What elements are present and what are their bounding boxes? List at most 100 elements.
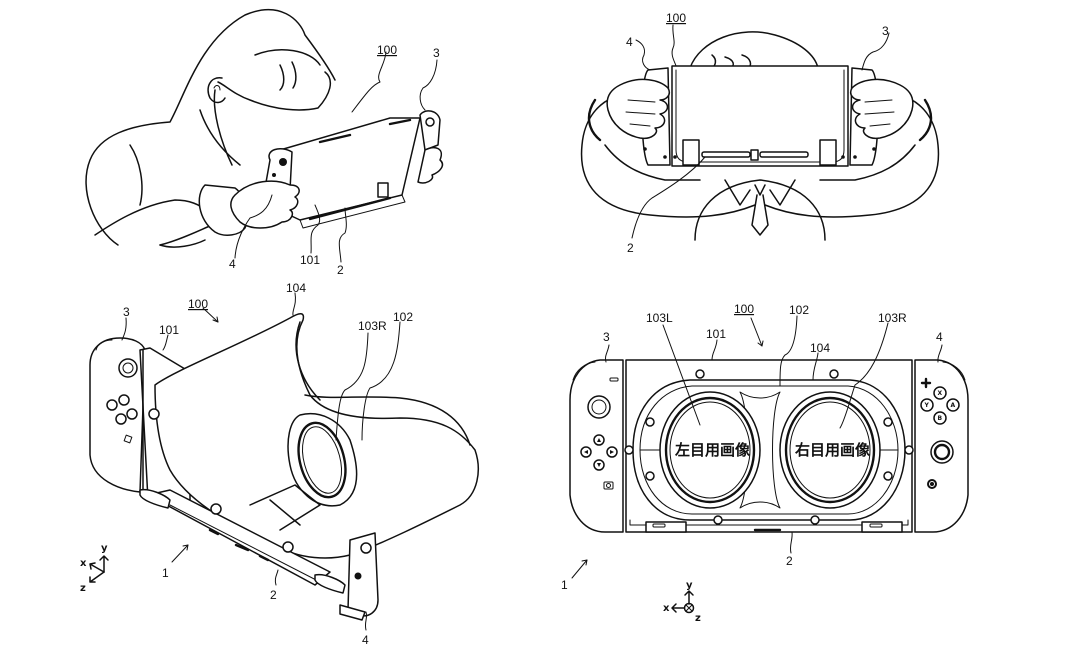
controller-4-edge bbox=[942, 361, 966, 381]
button bbox=[272, 173, 276, 177]
label-100: 100 bbox=[734, 302, 754, 316]
hand-front bbox=[230, 180, 300, 229]
screw bbox=[645, 471, 655, 481]
console-slot bbox=[308, 196, 392, 221]
port bbox=[234, 543, 250, 552]
rail-line bbox=[169, 504, 323, 584]
z-axis-label: z bbox=[80, 583, 86, 594]
leader-4 bbox=[937, 344, 943, 363]
slot bbox=[869, 523, 883, 528]
stick bbox=[425, 117, 435, 127]
label-4: 4 bbox=[626, 35, 633, 49]
dot bbox=[853, 155, 857, 159]
figure-perspective-view: y x z 3 101 100 104 103R 102 1 2 4 bbox=[80, 281, 479, 647]
minus-button bbox=[609, 377, 619, 382]
plus-button bbox=[920, 377, 932, 389]
right-eye-image-text: 右目用画像 bbox=[795, 441, 871, 459]
stand-tab-left bbox=[682, 139, 700, 166]
left-stick bbox=[587, 395, 611, 419]
hair-strand bbox=[254, 49, 321, 66]
leader-102 bbox=[779, 315, 798, 387]
forearm-left bbox=[604, 144, 701, 181]
controller-3-edge bbox=[572, 361, 596, 381]
slot bbox=[652, 523, 666, 528]
left-stick-inner bbox=[591, 399, 607, 415]
bracket-right bbox=[314, 573, 346, 594]
label-103R: 103R bbox=[358, 319, 387, 333]
ear bbox=[207, 77, 226, 104]
knob bbox=[148, 408, 160, 420]
label-3: 3 bbox=[882, 24, 889, 38]
arm-back bbox=[94, 199, 206, 236]
label-3: 3 bbox=[603, 330, 610, 344]
screw bbox=[883, 417, 893, 427]
leader-3 bbox=[604, 344, 610, 363]
leader-2 bbox=[631, 156, 706, 239]
fingers-left bbox=[625, 99, 656, 127]
knob bbox=[624, 445, 634, 455]
y-axis-label: y bbox=[101, 543, 108, 554]
figure-rear-view: X Y A B bbox=[561, 302, 969, 624]
forearm-right bbox=[819, 144, 916, 181]
arrow-1 bbox=[171, 544, 189, 563]
body-lower-edge bbox=[629, 519, 909, 526]
button bbox=[106, 399, 118, 411]
knob bbox=[713, 515, 723, 525]
label-2: 2 bbox=[627, 241, 634, 255]
dot bbox=[673, 155, 677, 159]
label-101: 101 bbox=[300, 253, 320, 267]
knob bbox=[810, 515, 820, 525]
label-102: 102 bbox=[393, 310, 413, 324]
knob bbox=[829, 369, 839, 379]
right-lens-ring bbox=[789, 401, 871, 499]
dot bbox=[872, 147, 876, 151]
port bbox=[258, 554, 270, 562]
arrow-100-head bbox=[212, 316, 219, 323]
button bbox=[115, 413, 127, 425]
button bbox=[118, 394, 130, 406]
left-lens-housing bbox=[659, 391, 761, 509]
hand-left bbox=[606, 78, 671, 140]
hand-right bbox=[849, 78, 914, 140]
lens-ring bbox=[302, 426, 342, 494]
label-100: 100 bbox=[666, 11, 686, 25]
label-4: 4 bbox=[936, 330, 943, 344]
button-a-label: A bbox=[951, 402, 956, 409]
label-2: 2 bbox=[786, 554, 793, 568]
leader-3 bbox=[419, 59, 438, 111]
left-eye-image-text: 左目用画像 bbox=[674, 441, 751, 459]
screw bbox=[645, 417, 655, 427]
arm-right bbox=[764, 93, 940, 218]
leader-101 bbox=[310, 204, 321, 254]
label-103R: 103R bbox=[878, 311, 907, 325]
y-axis-arrow bbox=[684, 590, 694, 605]
z-axis-arrow bbox=[89, 571, 105, 583]
label-1: 1 bbox=[561, 578, 568, 592]
label-1: 1 bbox=[162, 566, 169, 580]
fingers-right bbox=[864, 99, 895, 127]
home-button bbox=[927, 479, 937, 489]
label-2: 2 bbox=[337, 263, 344, 277]
figure-user-front-view: 100 4 3 2 bbox=[580, 11, 940, 255]
capture-button bbox=[123, 434, 133, 444]
label-4: 4 bbox=[362, 633, 369, 647]
button-y bbox=[920, 398, 934, 412]
vent-grille-2 bbox=[388, 118, 412, 126]
x-axis-arrow bbox=[89, 562, 105, 573]
inner-panel-edge bbox=[269, 499, 301, 526]
stand-tab-right bbox=[819, 139, 837, 166]
arrow-1-head bbox=[182, 544, 189, 551]
label-4: 4 bbox=[229, 257, 236, 271]
y-axis-label: y bbox=[686, 580, 693, 591]
label-100: 100 bbox=[188, 297, 208, 311]
label-101: 101 bbox=[706, 327, 726, 341]
shoulder-line bbox=[129, 144, 143, 206]
figure-user-side-view: 100 3 4 101 2 bbox=[85, 9, 444, 277]
axis-triad-rear: y x z bbox=[663, 580, 701, 624]
leader-3 bbox=[121, 317, 127, 341]
button-b bbox=[933, 411, 947, 425]
dot bbox=[841, 155, 845, 159]
label-103L: 103L bbox=[646, 311, 673, 325]
knob bbox=[904, 445, 914, 455]
